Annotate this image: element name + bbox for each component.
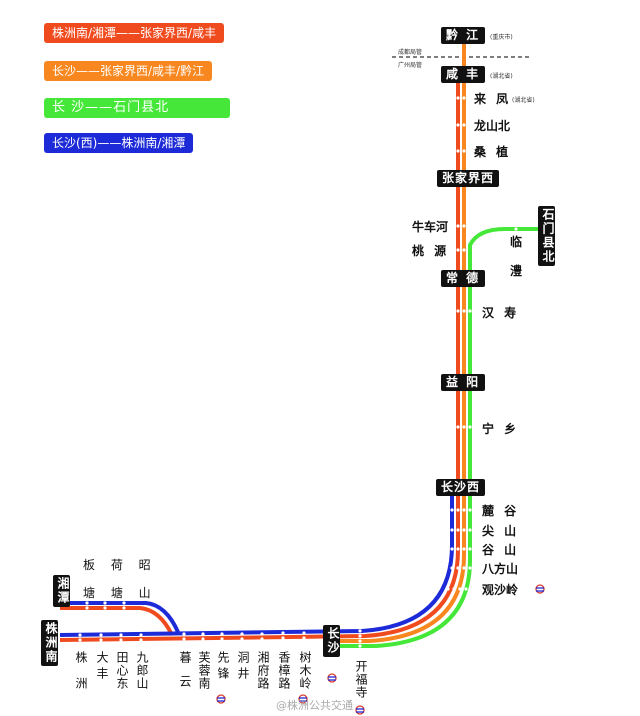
station-tianxindong: 田心东 bbox=[115, 651, 129, 690]
station-box-changde: 常 德 bbox=[441, 270, 486, 287]
route-red-xiangtan bbox=[60, 606, 174, 636]
metro-icons bbox=[216, 584, 545, 715]
station-xiangfulu: 湘府路 bbox=[256, 651, 270, 690]
station-gushan: 谷 山 bbox=[482, 543, 520, 557]
station-box-qianjiang: 黔 江 bbox=[441, 27, 486, 44]
station-bafangshan: 八方山 bbox=[482, 562, 519, 576]
station-dots bbox=[78, 96, 518, 648]
metro-icon-furongnan bbox=[216, 694, 226, 704]
station-muyun: 暮云 bbox=[178, 651, 192, 699]
station-furongnan: 芙蓉南 bbox=[197, 651, 211, 690]
route-red bbox=[59, 73, 460, 642]
note-bureau-guangzhou: 广州局管 bbox=[398, 62, 423, 69]
station-hanshou: 汉 寿 bbox=[482, 306, 520, 320]
legend-line-3: 长 沙——石门县北 bbox=[44, 98, 230, 118]
station-box-shimenxianbei: 石门县北 bbox=[538, 206, 555, 266]
station-group-top: 板 荷 昭 bbox=[83, 558, 157, 572]
station-longshanbei: 龙山北 bbox=[474, 119, 511, 133]
station-zhuzhou: 株洲 bbox=[74, 651, 88, 703]
station-linli-2: 澧 bbox=[510, 264, 526, 278]
station-niuchehe: 牛车河 bbox=[412, 220, 449, 234]
station-taoyuan: 桃 源 bbox=[412, 244, 450, 258]
station-xiangzhanglu: 香樟路 bbox=[277, 651, 291, 690]
station-sangzhi: 桑 植 bbox=[474, 145, 512, 159]
watermark: @株洲公共交通 bbox=[276, 699, 353, 712]
station-guanshaling: 观沙岭 bbox=[482, 583, 519, 597]
note-xianfeng-region: (湖北省) bbox=[490, 73, 513, 80]
note-laifeng-region: (湖北省) bbox=[512, 97, 535, 104]
metro-icon-changsha bbox=[327, 673, 337, 683]
station-box-changshaxi: 长沙西 bbox=[436, 479, 486, 496]
route-orange bbox=[332, 36, 466, 643]
station-linli-1: 临 bbox=[510, 235, 526, 249]
station-box-zhangjiajiexi: 张家界西 bbox=[437, 170, 500, 187]
station-box-zhuzhounan: 株洲南 bbox=[41, 620, 58, 666]
station-dafeng: 大丰 bbox=[95, 651, 109, 683]
note-bureau-chengdu: 成都局管 bbox=[398, 49, 423, 56]
station-box-changsha: 长沙 bbox=[323, 625, 340, 657]
station-shumuling: 树木岭 bbox=[298, 651, 312, 690]
legend-line-1: 株洲南/湘潭——张家界西/咸丰 bbox=[44, 23, 225, 43]
metro-icon-kaifusi bbox=[355, 705, 365, 715]
station-dongjing: 洞井 bbox=[236, 651, 250, 683]
station-kaifusi: 开福寺 bbox=[354, 660, 368, 699]
station-box-xiangtan: 湘潭 bbox=[53, 575, 70, 607]
route-green bbox=[332, 227, 544, 648]
metro-icon-shumuling bbox=[298, 694, 308, 704]
route-blue bbox=[59, 490, 454, 637]
station-box-yiyang: 益 阳 bbox=[441, 374, 486, 391]
legend-line-2: 长沙——张家界西/咸丰/黔江 bbox=[44, 61, 213, 81]
station-jiulangshan: 九郎山 bbox=[135, 651, 149, 690]
bottom-row-dots bbox=[78, 629, 362, 648]
station-lugu: 麓 谷 bbox=[482, 504, 520, 518]
station-laifeng: 来 凤 bbox=[474, 92, 512, 106]
station-xianfeng-metro: 先锋 bbox=[216, 651, 230, 683]
station-box-xianfeng: 咸 丰 bbox=[441, 66, 486, 83]
station-group-middle: 塘 塘 山 bbox=[83, 586, 157, 600]
station-jianshan: 尖 山 bbox=[482, 524, 520, 538]
note-qianjiang-region: (重庆市) bbox=[490, 34, 513, 41]
route-blue-xiangtan bbox=[60, 601, 180, 633]
metro-icon-guanshaling bbox=[535, 584, 545, 594]
legend-line-4: 长沙(西)——株洲南/湘潭 bbox=[44, 133, 194, 153]
station-ningxiang: 宁 乡 bbox=[482, 422, 520, 436]
